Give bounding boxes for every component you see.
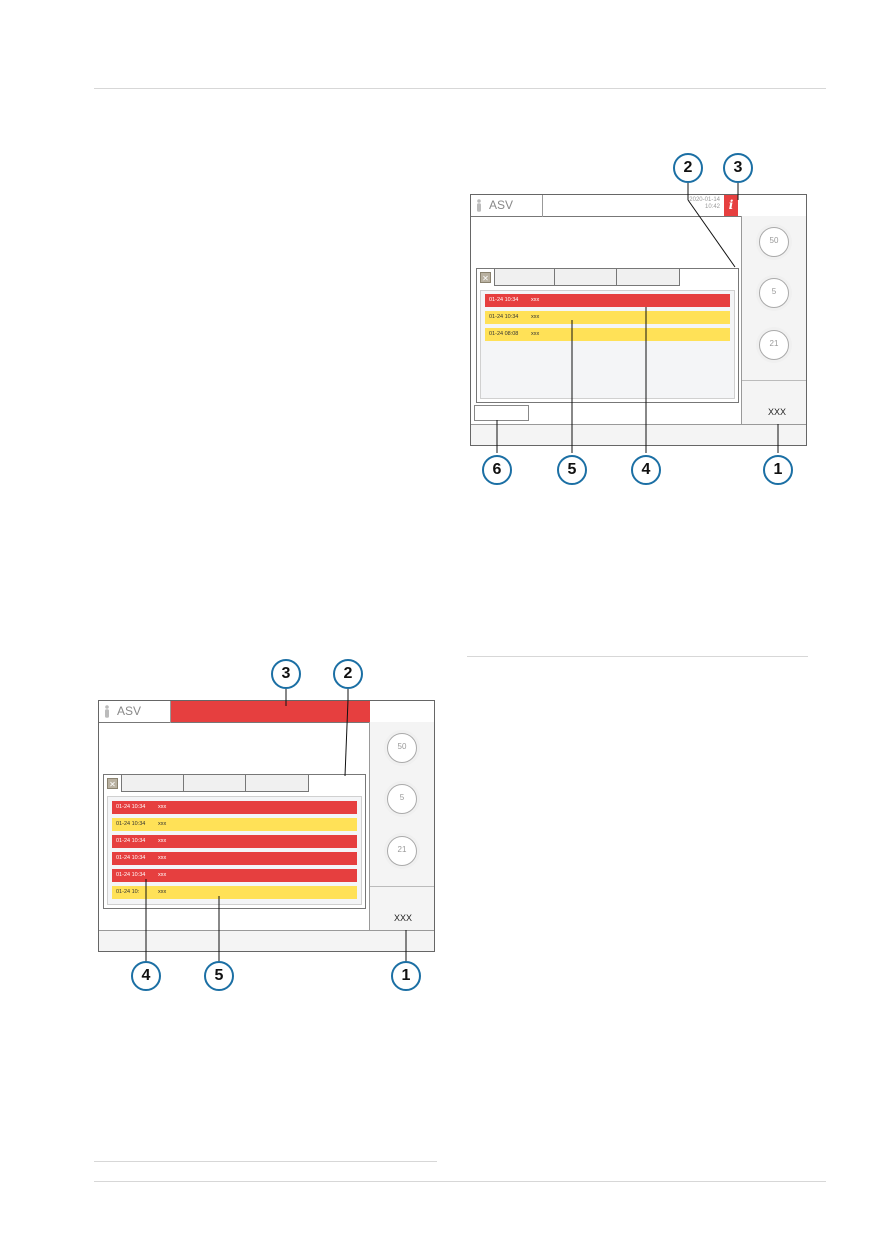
- bottom-bar: [471, 424, 806, 445]
- mode-indicator[interactable]: ASV: [99, 701, 171, 723]
- control-knob[interactable]: 21: [387, 836, 417, 866]
- callout-3: 3: [271, 659, 301, 689]
- log-tabs: ✕: [477, 269, 738, 286]
- panel-divider: [370, 886, 434, 887]
- date-text: 2020-01-14: [689, 197, 720, 203]
- page-top-rule: [94, 88, 826, 89]
- log-tabs: ✕: [104, 775, 365, 792]
- mode-label: ASV: [489, 198, 514, 212]
- panel-divider: [742, 380, 806, 381]
- date-time: 2020-01-14 10:42: [670, 197, 720, 211]
- patient-icon: [105, 705, 109, 718]
- info-icon[interactable]: i: [724, 195, 738, 216]
- control-knob[interactable]: 21: [759, 330, 789, 360]
- control-knob[interactable]: 5: [387, 784, 417, 814]
- callout-2: 2: [673, 153, 703, 183]
- callout-4: 4: [631, 455, 661, 485]
- control-knob[interactable]: 50: [387, 733, 417, 763]
- mode-indicator[interactable]: ASV: [471, 195, 543, 217]
- log-tab[interactable]: [245, 775, 309, 792]
- page-bottom-rule: [94, 1181, 826, 1182]
- control-knob[interactable]: 50: [759, 227, 789, 257]
- callout-5: 5: [204, 961, 234, 991]
- callout-2: 2: [333, 659, 363, 689]
- close-icon[interactable]: ✕: [107, 778, 118, 789]
- controls-panel: 50 5 21: [741, 216, 806, 424]
- top-bar: ASV 2020-01-14 10:42 i: [471, 195, 806, 217]
- log-tab[interactable]: [616, 269, 680, 286]
- time-text: 10:42: [704, 204, 720, 210]
- alarm-row-medium[interactable]: 01-24 10:xxx: [112, 886, 357, 899]
- callout-4: 4: [131, 961, 161, 991]
- controls-panel: 50 5 21: [369, 722, 434, 930]
- callout-1: 1: [763, 455, 793, 485]
- top-bar: ASV: [99, 701, 434, 723]
- left-column-bottom-rule: [94, 1161, 437, 1162]
- control-knob[interactable]: 5: [759, 278, 789, 308]
- left-bottom-button[interactable]: [474, 405, 529, 421]
- alarm-bar[interactable]: [171, 701, 370, 722]
- right-column-rule: [467, 656, 808, 657]
- close-icon[interactable]: ✕: [480, 272, 491, 283]
- xxx-button[interactable]: XXX: [767, 407, 786, 417]
- callout-1: 1: [391, 961, 421, 991]
- callout-5: 5: [557, 455, 587, 485]
- ventilator-screen-top: ASV 2020-01-14 10:42 i 50 5 21 XXX ✕ 01-…: [470, 194, 807, 446]
- callout-3: 3: [723, 153, 753, 183]
- xxx-button[interactable]: XXX: [393, 913, 412, 923]
- patient-icon: [477, 199, 481, 212]
- callout-6: 6: [482, 455, 512, 485]
- mode-label: ASV: [117, 704, 142, 718]
- bottom-bar: [99, 930, 434, 951]
